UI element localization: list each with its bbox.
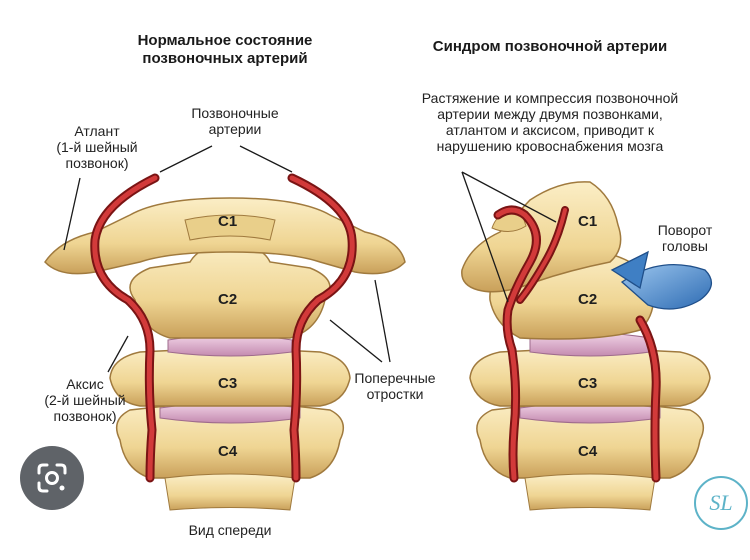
axis-label: Аксис (2-й шейный позвонок) xyxy=(44,376,126,424)
front-view-caption: Вид спереди xyxy=(188,522,272,538)
google-lens-icon xyxy=(37,463,67,493)
atlas-label: Атлант (1-й шейный позвонок) xyxy=(56,123,138,171)
left-spine: C1 C2 C3 C4 xyxy=(44,173,406,511)
left-vertebra-c3 xyxy=(109,346,351,407)
right-label-c3: C3 xyxy=(578,375,597,392)
left-vertebra-c1 xyxy=(44,197,406,275)
right-label-c2: C2 xyxy=(578,291,597,308)
left-vertebra-c4 xyxy=(115,400,345,511)
right-vertebra-c3 xyxy=(469,346,711,407)
right-label-c1: C1 xyxy=(578,213,597,230)
syndrome-description: Растяжение и компрессия позвоночной арте… xyxy=(421,90,679,154)
right-pointer-lines xyxy=(461,171,557,303)
left-vertebra-c2 xyxy=(129,241,331,339)
left-label-c1: C1 xyxy=(218,213,237,230)
right-spine: C1 C2 C3 C4 xyxy=(461,181,712,511)
left-label-c3: C3 xyxy=(218,375,237,392)
right-vertebra-c4 xyxy=(476,400,705,511)
vertebral-arteries-label: Позвоночные артерии xyxy=(191,105,279,137)
google-lens-button[interactable] xyxy=(20,446,84,510)
left-title: Нормальное состояние позвоночных артерий xyxy=(137,32,313,67)
left-label-c4: C4 xyxy=(218,443,238,460)
left-label-c2: C2 xyxy=(218,291,237,308)
left-pointer-lines xyxy=(63,145,391,373)
right-title: Синдром позвоночной артерии xyxy=(432,38,668,55)
watermark-text: SL xyxy=(709,490,733,515)
head-turn-label: Поворот головы xyxy=(657,222,713,254)
right-label-c4: C4 xyxy=(578,443,598,460)
rotation-arrow-icon xyxy=(610,250,712,310)
transverse-processes-label: Поперечные отростки xyxy=(354,370,436,402)
watermark-logo: SL xyxy=(694,476,748,530)
